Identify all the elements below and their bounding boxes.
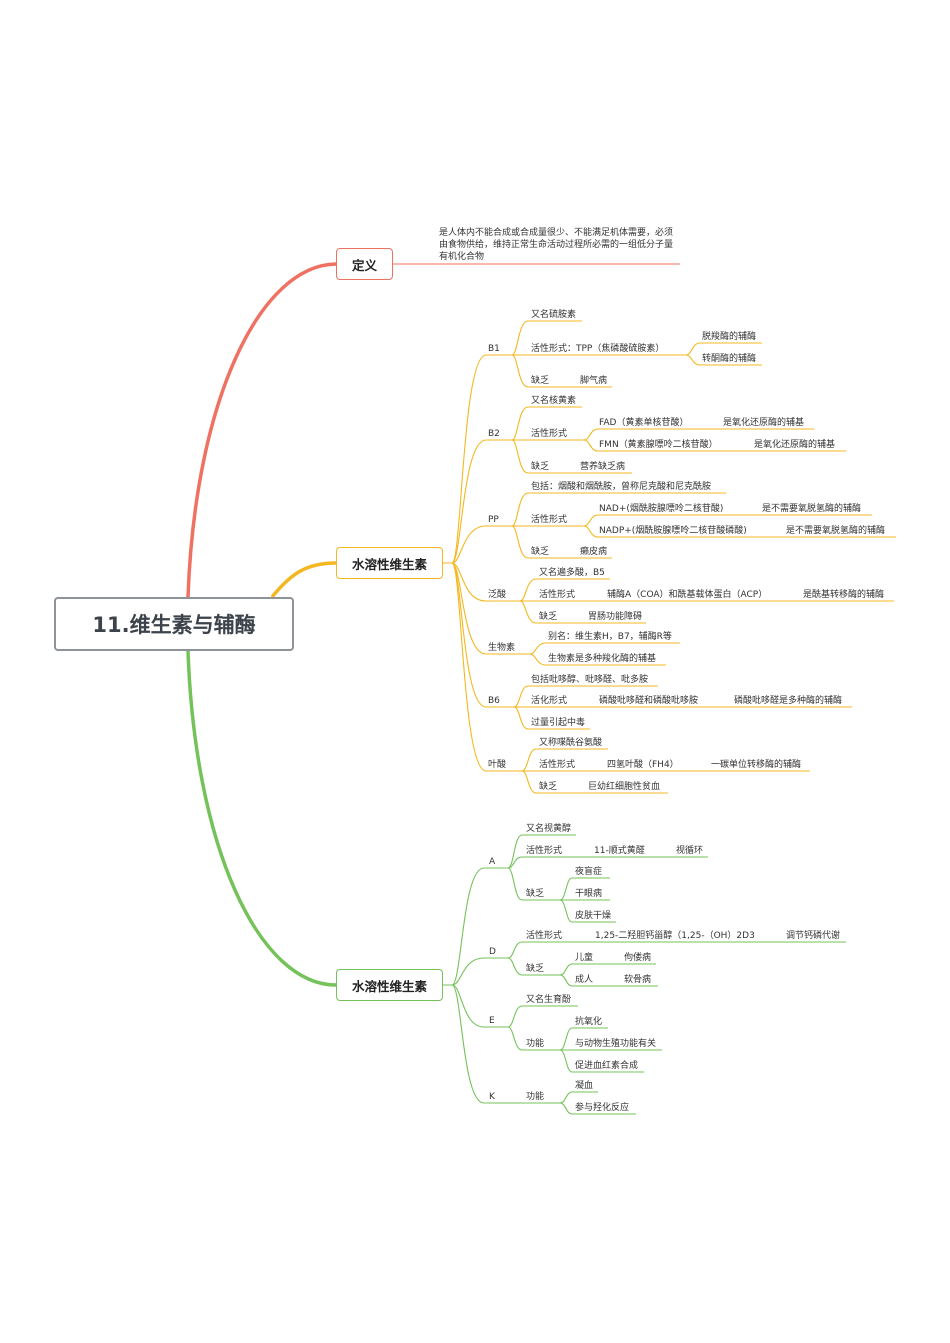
water-soluble-topic[interactable]: 水溶性维生素 (336, 547, 443, 579)
vit-a-node[interactable]: A (489, 857, 496, 867)
pp-node[interactable]: PP (488, 515, 499, 525)
vit-d-adult-disease: 软骨病 (624, 975, 652, 985)
root-topic[interactable]: 11.维生素与辅酶 (54, 597, 294, 651)
pp-lack: 癞皮病 (580, 547, 608, 557)
vit-a-active-form: 活性形式 (526, 846, 563, 856)
b6-excess: 过量引起中毒 (531, 718, 586, 728)
pp-nad: NAD+(烟酰胺腺嘌呤二核苷酸) (599, 504, 724, 514)
b2-fmn: FMN（黄素腺嘌呤二核苷酸） (599, 440, 718, 450)
vit-d-adult: 成人 (575, 975, 594, 985)
b6-node[interactable]: B6 (488, 696, 500, 706)
b2-node[interactable]: B2 (488, 429, 500, 439)
pantothenic-active: 辅酶A（COA）和酰基载体蛋白（ACP） (607, 590, 768, 600)
vit-a-lack-1: 夜盲症 (575, 867, 603, 877)
folic-node[interactable]: 叶酸 (488, 760, 507, 770)
biotin-alias: 别名：维生素H，B7，辅酶R等 (548, 632, 672, 642)
pantothenic-lack: 胃肠功能障碍 (588, 612, 643, 622)
pp-include: 包括：烟酸和烟酰胺，曾称尼克酸和尼克酰胺 (531, 482, 712, 492)
vit-d-lack-label: 缺乏 (526, 964, 545, 974)
b1-active-item-2: 转酮酶的辅酶 (702, 354, 757, 364)
vit-k-func-2: 参与羟化反应 (575, 1103, 630, 1113)
b2-active-form: 活性形式 (531, 429, 568, 439)
pantothenic-lack-label: 缺乏 (539, 612, 558, 622)
vit-e-func-2: 与动物生殖功能有关 (575, 1039, 657, 1049)
b2-lack-label: 缺乏 (531, 462, 550, 472)
branch-fat (186, 650, 337, 987)
folic-alias: 又称喋酰谷氨酸 (539, 738, 603, 748)
vit-e-alias: 又名生育酚 (526, 995, 572, 1005)
b2-fad-role: 是氧化还原酶的辅基 (723, 418, 805, 428)
vit-k-node[interactable]: K (489, 1092, 495, 1102)
b2-lack: 营养缺乏病 (580, 462, 626, 472)
b1-lack-label: 缺乏 (531, 376, 550, 386)
vit-k-func-1: 凝血 (575, 1081, 594, 1091)
vit-a-active: 11-顺式黄醛 (594, 846, 645, 856)
b1-alias: 又名硫胺素 (531, 310, 577, 320)
vit-d-active: 1,25-二羟胆钙甾醇（1,25-（OH）2D3 (595, 931, 755, 941)
vit-k-func-label: 功能 (526, 1092, 545, 1102)
vit-a-role: 视循环 (676, 846, 704, 856)
vit-d-active-form: 活性形式 (526, 931, 563, 941)
b6-role: 磷酸吡哆醛是多种酶的辅酶 (734, 696, 843, 706)
biotin-desc: 生物素是多种羧化酶的辅基 (548, 654, 657, 664)
vit-d-role: 调节钙磷代谢 (786, 931, 841, 941)
pp-nad-role: 是不需要氧脱氢酶的辅酶 (762, 504, 862, 514)
b6-active-form: 活化形式 (531, 696, 568, 706)
b1-active-form: 活性形式：TPP（焦磷酸硫胺素） (531, 344, 665, 354)
folic-active: 四氢叶酸（FH4） (607, 760, 679, 770)
b6-active: 磷酸吡哆醛和磷酸吡哆胺 (599, 696, 699, 706)
b2-fad: FAD（黄素单核苷酸） (599, 418, 689, 428)
pantothenic-role: 是酰基转移酶的辅酶 (803, 590, 885, 600)
b1-active-item-1: 脱羧酶的辅酶 (702, 332, 757, 342)
vit-e-func-label: 功能 (526, 1039, 545, 1049)
vit-d-node[interactable]: D (489, 947, 496, 957)
vit-e-node[interactable]: E (489, 1016, 495, 1026)
pp-nadp-role: 是不需要氧脱氢酶的辅酶 (786, 526, 886, 536)
pantothenic-node[interactable]: 泛酸 (488, 590, 507, 600)
vit-a-lack-3: 皮肤干燥 (575, 911, 612, 921)
branch-water (270, 561, 337, 599)
b2-fmn-role: 是氧化还原酶的辅基 (754, 440, 836, 450)
branch-definition (186, 262, 337, 598)
b1-node[interactable]: B1 (488, 344, 500, 354)
biotin-node[interactable]: 生物素 (488, 643, 516, 653)
pantothenic-alias: 又名遍多酸，B5 (539, 568, 605, 578)
vit-d-child-disease: 佝偻病 (624, 953, 652, 963)
folic-role: 一碳单位转移酶的辅酶 (711, 760, 802, 770)
b2-alias: 又名核黄素 (531, 396, 577, 406)
fat-soluble-topic[interactable]: 水溶性维生素 (336, 969, 443, 1001)
vit-e-func-1: 抗氧化 (575, 1017, 603, 1027)
folic-active-form: 活性形式 (539, 760, 576, 770)
vit-d-child: 儿童 (575, 953, 594, 963)
folic-lack: 巨幼红细胞性贫血 (588, 782, 661, 792)
b6-include: 包括吡哆醇、吡哆醛、吡多胺 (531, 675, 649, 685)
vit-a-lack-label: 缺乏 (526, 889, 545, 899)
vit-a-alias: 又名视黄醇 (526, 824, 572, 834)
vit-e-func-3: 促进血红素合成 (575, 1061, 639, 1071)
definition-topic[interactable]: 定义 (336, 248, 393, 280)
pp-lack-label: 缺乏 (531, 547, 550, 557)
b1-lack: 脚气病 (580, 376, 608, 386)
vit-a-lack-2: 干眼病 (575, 889, 603, 899)
pantothenic-active-form: 活性形式 (539, 590, 576, 600)
folic-lack-label: 缺乏 (539, 782, 558, 792)
pp-active-form: 活性形式 (531, 515, 568, 525)
pp-nadp: NADP+(烟酰胺腺嘌呤二核苷酸磷酸) (599, 526, 747, 536)
definition-text: 是人体内不能合成或合成量很少、不能满足机体需要，必须由食物供给，维持正常生命活动… (439, 228, 674, 262)
